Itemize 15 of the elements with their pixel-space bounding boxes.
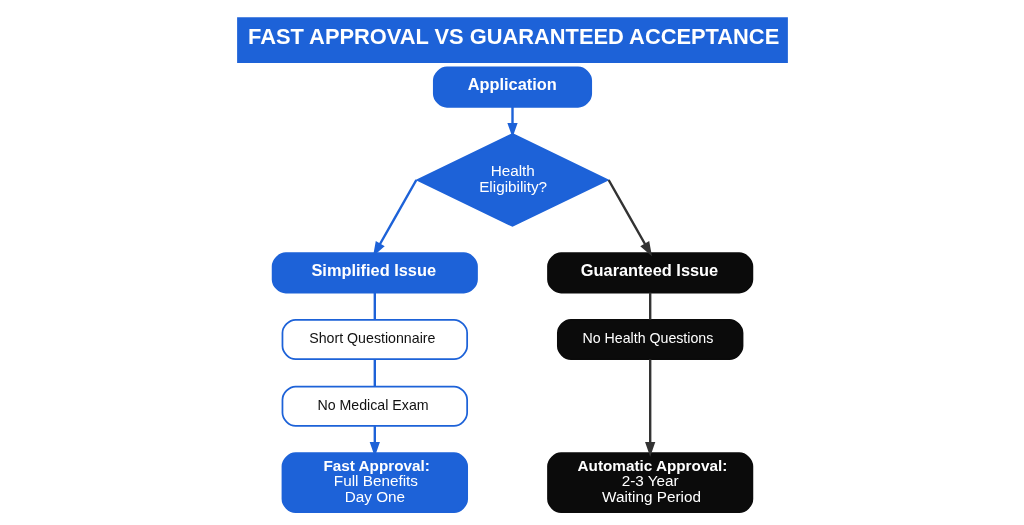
node-box: Simplified Issue <box>271 252 478 294</box>
connector <box>373 359 376 387</box>
arrow <box>607 179 652 257</box>
node-box: Automatic Approval: 2-3 Year Waiting Period <box>546 452 753 514</box>
node-box: No Medical Exam <box>281 385 468 427</box>
node-box: Fast Approval: Full Benefits Day One <box>281 452 468 514</box>
arrow <box>644 359 655 457</box>
node-box: Application <box>432 66 592 108</box>
connector <box>648 292 651 320</box>
node-box: Guaranteed Issue <box>546 252 753 294</box>
node-box: No Health Questions <box>556 319 743 361</box>
diagram-title: FAST APPROVAL VS GUARANTEED ACCEPTANCE <box>247 24 779 50</box>
connector <box>373 292 376 320</box>
node-diamond: Health Eligibility? <box>414 133 610 227</box>
node-box: Short Questionnaire <box>281 319 468 361</box>
